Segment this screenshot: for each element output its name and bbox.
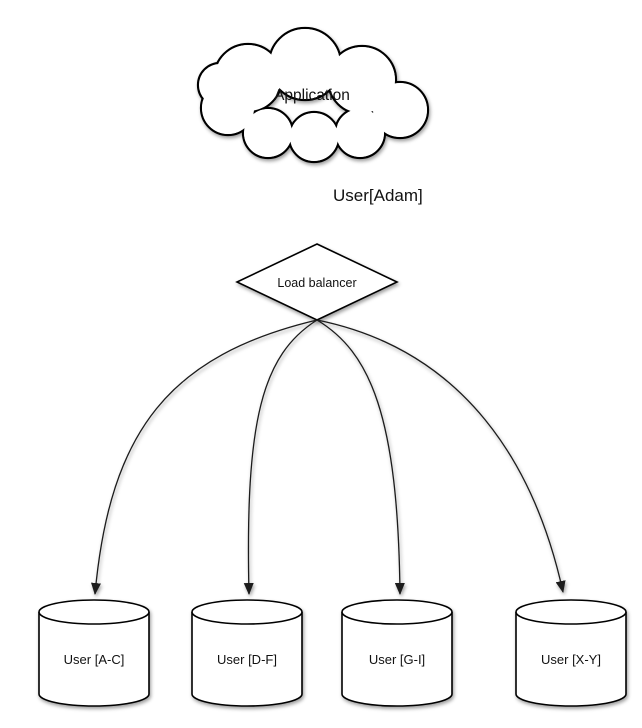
shard-cylinder-1	[38, 599, 150, 707]
shard-cylinder-3	[341, 599, 453, 707]
edge-application-to-loadbalancer-label: User[Adam]	[333, 186, 423, 205]
application-cloud-node	[196, 26, 430, 164]
cloud-fill-cover	[199, 29, 427, 161]
shard-1-label: User [A-C]	[64, 652, 125, 667]
edge-loadbalancer-to-shard-3	[316, 319, 405, 595]
shard-2-label: User [D-F]	[217, 652, 277, 667]
application-label: Application	[274, 87, 350, 104]
shard-cylinder-2	[191, 599, 303, 707]
edge-loadbalancer-to-shard-2	[243, 319, 318, 595]
edge-loadbalancer-to-shard-4	[316, 319, 566, 593]
shard-4-label: User [X-Y]	[541, 652, 601, 667]
shard-3-label: User [G-I]	[369, 652, 425, 667]
edge-loadbalancer-to-shard-1	[91, 319, 318, 595]
shard-cylinder-4	[515, 599, 627, 707]
load-balancer-label: Load balancer	[277, 276, 356, 290]
